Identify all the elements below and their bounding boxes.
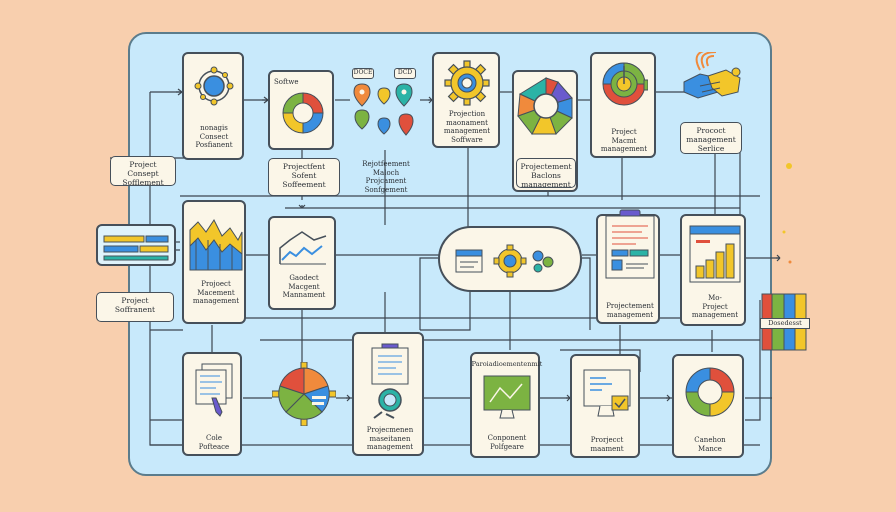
projecmenen-label: Projecmenen maseitanen management <box>366 426 414 451</box>
prorjecct-maament-label: Prorjecct maament <box>590 436 624 453</box>
bar-chart-icon <box>689 225 741 283</box>
projecmenen-card: Projecmenen maseitanen management <box>352 332 424 456</box>
gear-cluster-icon <box>455 244 554 278</box>
pie-gear-icon[interactable] <box>272 362 336 426</box>
handshake-icon <box>683 52 741 99</box>
dcd-badge: DCD <box>394 68 416 79</box>
projection-maonament-label: Projection maonament management Soffware <box>443 110 491 144</box>
clipboard-report-icon <box>605 209 655 279</box>
paroiadioementenmit-label: Paroiadioementenmit <box>471 360 543 368</box>
dosedesst-label: Dosedesst <box>760 318 810 329</box>
projection-maonament-card: Projection maonament management Soffware <box>432 52 500 148</box>
projectement-baclons-label: Projectement Baclons management <box>516 158 576 188</box>
pin-cluster-group: DOCE DCD <box>350 66 422 146</box>
cole-pofteace-card: Cole Pofteace <box>182 352 242 456</box>
gear-icon <box>444 60 490 106</box>
magnifier-clipboard-icon <box>371 343 409 419</box>
rejotfeement-label: Rejotfeement Maloch Projcament Sonfgemen… <box>362 160 410 194</box>
conponent-polfgeare-card: Paroiadioementenmit Conponent Polfgeare <box>470 352 542 458</box>
projectement-baclons-card: Projectement Baclons management <box>512 70 578 192</box>
prococt-management-label: Prococt management Serlice <box>680 122 742 154</box>
monitor-chart-icon <box>483 375 531 419</box>
book-stack-group: Dosedesst <box>760 292 810 354</box>
project-macmt-label: Project Macmt management <box>600 128 648 153</box>
canehon-mance-card: Canehon Mance <box>672 354 744 458</box>
projoect-macement-card: Projoect Macement management <box>182 200 246 324</box>
canehon-mance-label: Canehon Mance <box>694 436 726 453</box>
project-soffranent-label: Project Soffranent <box>96 292 174 322</box>
gaodect-macgent-label: Gaodect Macgent Mannament <box>282 274 326 299</box>
monitor-check-icon <box>583 369 631 417</box>
line-chart-icon <box>279 231 327 265</box>
donut-chart-icon <box>282 92 324 134</box>
projectfent-sofent-label: Projectfent Sofent Soffeement <box>268 158 340 196</box>
consect-posfianent-label: nonagis Consect Posfianent <box>195 124 233 149</box>
radial-gear-icon <box>517 77 573 135</box>
doce-badge: DOCE <box>352 68 374 79</box>
projectement-management-card: Projectement management <box>596 209 660 324</box>
conponent-polfgeare-label: Conponent Polfgeare <box>487 434 527 451</box>
color-ring-icon <box>685 367 735 417</box>
network-ring-icon <box>194 66 234 106</box>
softwe-card: Softwe <box>268 70 334 150</box>
gear-cluster-hub[interactable] <box>438 226 582 292</box>
projoect-macement-label: Projoect Macement management <box>192 280 240 305</box>
app-window-card[interactable] <box>96 224 176 266</box>
mo-project-label: Mo- Project management <box>691 294 739 319</box>
target-gauge-icon <box>602 62 648 106</box>
cole-pofteace-label: Cole Pofteace <box>198 434 230 451</box>
project-macmt-card: Project Macmt management <box>590 52 656 158</box>
projectement-management-label: Projectement management <box>606 302 654 319</box>
prorjecct-maament-card: Prorjecct maament <box>570 354 640 458</box>
project-consept-label: Project Consept Sofflement <box>110 156 176 186</box>
consect-posfianent-card: nonagis Consect Posfianent <box>182 52 244 160</box>
mo-project-card: Mo- Project management <box>680 214 746 326</box>
softwe-label: Softwe <box>274 78 299 86</box>
app-window-icon <box>103 235 169 261</box>
location-pin-cluster-icon <box>353 83 414 136</box>
gaodect-macgent-card: Gaodect Macgent Mannament <box>268 216 336 310</box>
document-pencil-icon <box>195 363 233 417</box>
area-chart-icon <box>189 219 243 271</box>
